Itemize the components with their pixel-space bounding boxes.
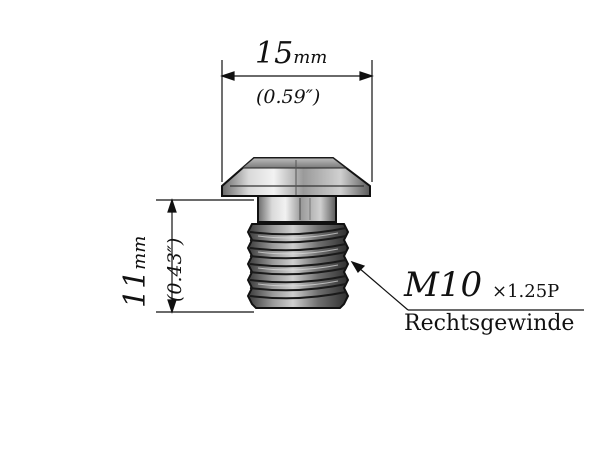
thread-direction-label: Rechtsgewinde: [404, 311, 575, 336]
screw-head: [221, 157, 371, 197]
height-imperial-label: (0.43″): [164, 237, 186, 302]
thread-leader-line: [350, 260, 584, 311]
width-dimension: [220, 60, 374, 182]
thread-size-label: M10: [404, 265, 483, 305]
height-dimension: [156, 198, 254, 314]
thread-pitch-label: ×1.25P: [492, 281, 560, 302]
screw-neck: [257, 195, 337, 223]
threaded-shank: [246, 223, 350, 309]
width-value-label: 15mm: [255, 36, 328, 71]
width-imperial-label: (0.59″): [256, 86, 321, 108]
height-value-label: 11mm: [118, 235, 153, 308]
